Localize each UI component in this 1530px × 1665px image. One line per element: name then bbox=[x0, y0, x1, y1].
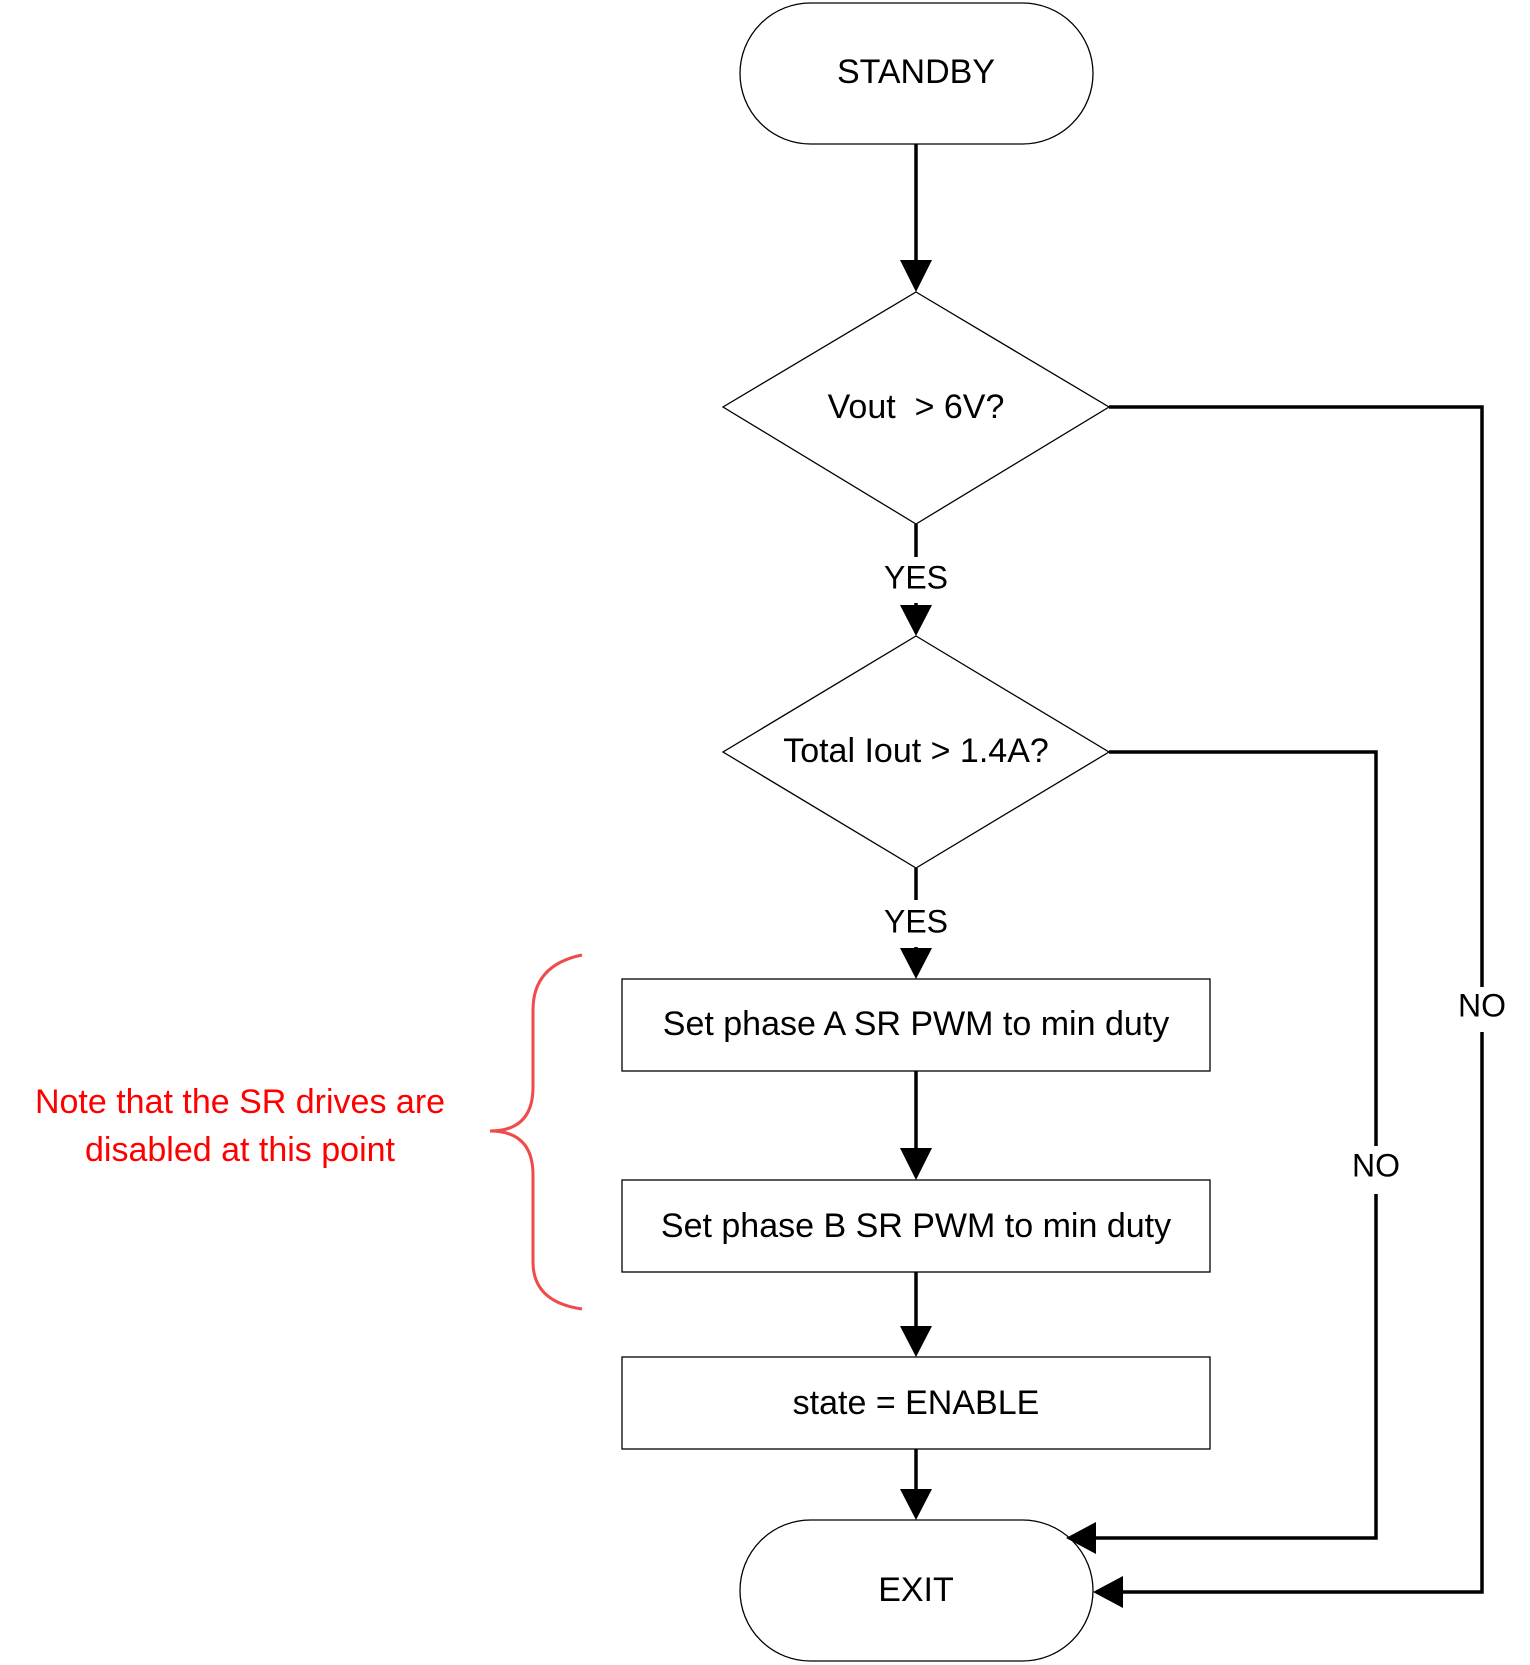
arrowhead-state-to-exit bbox=[900, 1489, 932, 1520]
step-phase-b-box bbox=[621, 1179, 1211, 1273]
annotation-brace bbox=[489, 953, 583, 1311]
edge-label-vout-no: NO bbox=[1458, 987, 1506, 1023]
step-state-box bbox=[621, 1356, 1211, 1450]
arrowhead-vout-to-iout bbox=[900, 605, 932, 636]
arrowhead-iout-to-phase-a bbox=[900, 948, 932, 979]
step-phase-a-label: Set phase A SR PWM to min duty bbox=[663, 1005, 1169, 1043]
start-label: STANDBY bbox=[837, 53, 995, 91]
arrowhead-phase-b-to-state bbox=[900, 1326, 932, 1357]
end-label: EXIT bbox=[878, 1571, 954, 1609]
arrowhead-vout-no-to-exit bbox=[1093, 1576, 1123, 1608]
annotation-line-2: disabled at this point bbox=[85, 1131, 396, 1169]
end-terminal bbox=[739, 1519, 1094, 1662]
arrowhead-iout-no-to-exit bbox=[1066, 1522, 1096, 1554]
decision-iout-label: Total Iout > 1.4A? bbox=[783, 732, 1049, 770]
edge-label-vout-yes: YES bbox=[884, 559, 948, 595]
connector-iout-no-upper bbox=[1109, 750, 1378, 1146]
step-state-label: state = ENABLE bbox=[793, 1384, 1040, 1422]
arrowhead-phase-a-to-phase-b bbox=[900, 1148, 932, 1180]
annotation-line-1: Note that the SR drives are bbox=[35, 1083, 445, 1121]
connector-vout-no-lower bbox=[1114, 1032, 1484, 1594]
edge-label-iout-no: NO bbox=[1352, 1147, 1400, 1183]
connector-vout-no-upper bbox=[1109, 405, 1484, 987]
connector-iout-no-lower bbox=[1086, 1194, 1378, 1540]
step-phase-a-box bbox=[621, 978, 1211, 1072]
edge-label-iout-yes: YES bbox=[884, 903, 948, 939]
decision-vout-label: Vout > 6V? bbox=[828, 388, 1005, 426]
step-phase-b-label: Set phase B SR PWM to min duty bbox=[661, 1207, 1171, 1245]
arrowhead-standby-to-vout bbox=[900, 260, 932, 292]
